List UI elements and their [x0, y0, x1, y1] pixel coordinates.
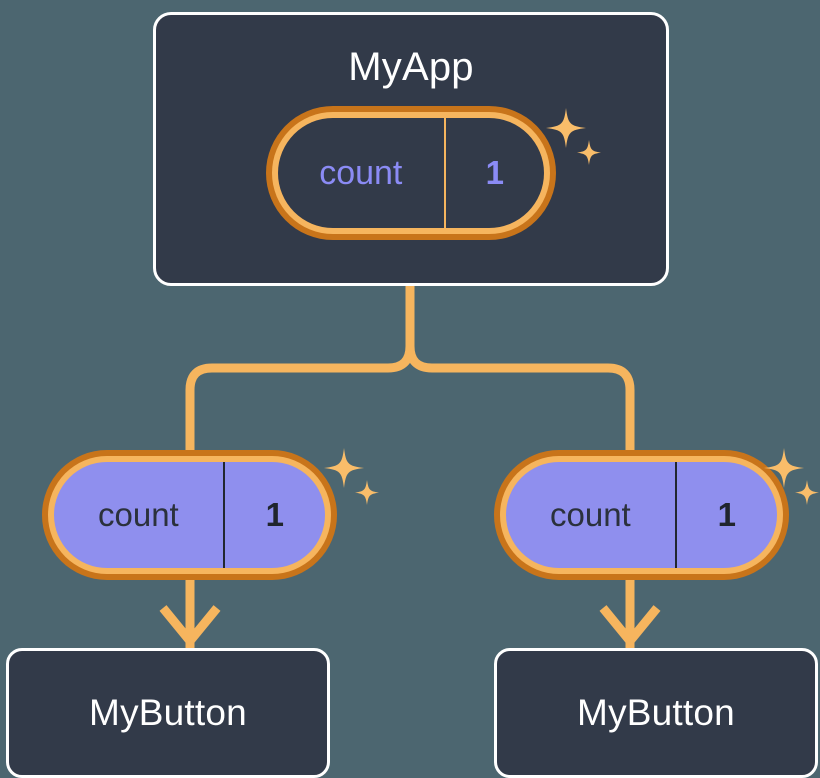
- state-value: 1: [717, 496, 737, 533]
- pill-body: count 1: [506, 462, 777, 568]
- page-title: MyApp: [348, 45, 474, 89]
- state-pill-myapp: count 1: [266, 106, 556, 240]
- state-value: 1: [265, 496, 285, 533]
- state-key: count: [54, 462, 225, 568]
- mybutton-label: MyButton: [577, 692, 735, 733]
- state-value: 1: [485, 154, 504, 191]
- sparkle-small-icon: [795, 480, 819, 505]
- state-key: count: [278, 118, 446, 228]
- pill-body: count 1: [54, 462, 325, 568]
- state-pill-left: count 1: [42, 450, 337, 580]
- mybutton-label: MyButton: [89, 692, 247, 733]
- pill-body: count 1: [278, 118, 544, 228]
- sparkle-small-icon: [355, 480, 379, 505]
- pill-inner-ring: count 1: [48, 456, 331, 574]
- mybutton-card-left: MyButton: [6, 648, 330, 778]
- state-key: count: [506, 462, 677, 568]
- connector-right-branch: [405, 345, 635, 464]
- mybutton-card-right: MyButton: [494, 648, 818, 778]
- pill-inner-ring: count 1: [500, 456, 783, 574]
- sparkle-large-icon: [324, 448, 364, 488]
- arrow-head-right: [599, 605, 661, 649]
- pill-inner-ring: count 1: [272, 112, 550, 234]
- connector-left-branch: [185, 345, 415, 464]
- state-pill-right: count 1: [494, 450, 789, 580]
- arrow-head-left: [159, 605, 221, 649]
